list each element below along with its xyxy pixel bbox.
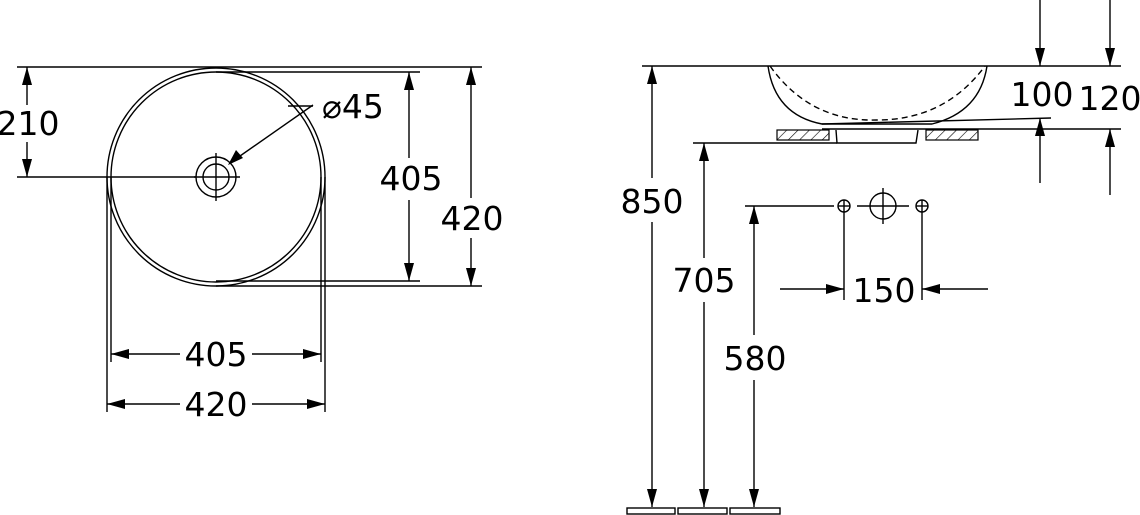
dim-total-height: 120 bbox=[1079, 79, 1140, 118]
dim-rim-height: 850 bbox=[621, 182, 684, 221]
dim-tap-spacing: 150 bbox=[853, 271, 916, 310]
dim-center-from-top: 210 bbox=[0, 104, 60, 143]
dim-tap-height: 580 bbox=[724, 339, 787, 378]
tap-holes bbox=[837, 188, 929, 300]
dim-inner-depth: 405 bbox=[380, 159, 443, 198]
dim-drain-diameter: ⌀45 bbox=[322, 87, 384, 126]
basin-foot bbox=[835, 129, 919, 144]
side-view: 100 120 850 705 580 150 bbox=[621, 0, 1140, 515]
floor-block bbox=[729, 507, 781, 515]
floor-block bbox=[626, 507, 676, 515]
top-view: 210 ⌀45 405 420 405 420 bbox=[0, 66, 504, 424]
dim-bowl-height: 100 bbox=[1011, 75, 1074, 114]
dim-counter-height: 705 bbox=[673, 261, 736, 300]
countertop-right bbox=[925, 129, 979, 141]
basin-profile bbox=[767, 65, 988, 125]
dim-outer-width: 420 bbox=[185, 385, 248, 424]
countertop-left bbox=[776, 129, 830, 141]
floor-block bbox=[677, 507, 728, 515]
dim-outer-depth: 420 bbox=[441, 199, 504, 238]
basin-inner-profile bbox=[769, 65, 986, 121]
dim-inner-width: 405 bbox=[185, 335, 248, 374]
